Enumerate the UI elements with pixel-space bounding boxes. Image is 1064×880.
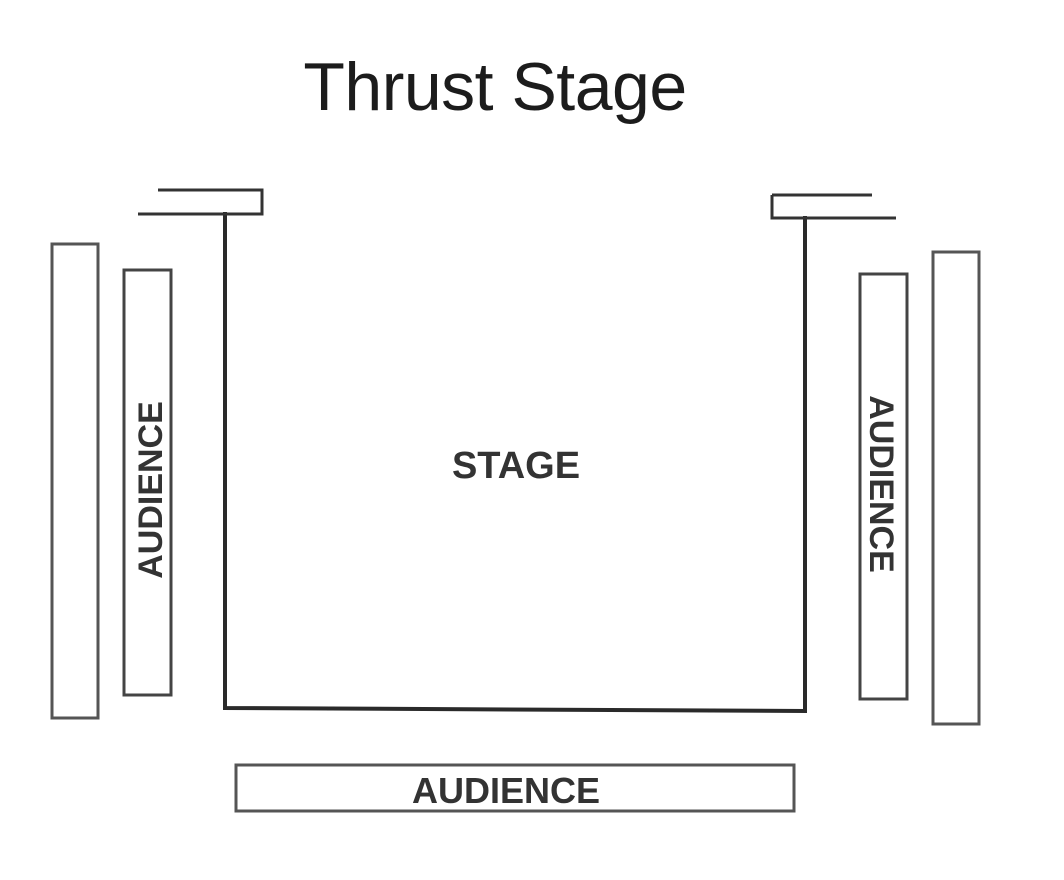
audience-right-inner — [858, 272, 909, 701]
audience-left-label: AUDIENCE — [132, 401, 170, 579]
audience-right-outer — [931, 250, 981, 726]
right-wing-top — [770, 193, 896, 220]
stage-outline — [223, 212, 807, 714]
left-wing-top — [138, 188, 264, 216]
stage-label: STAGE — [452, 445, 580, 487]
audience-left-inner — [122, 268, 173, 697]
audience-bottom-label: AUDIENCE — [412, 770, 600, 811]
audience-bottom — [234, 763, 796, 813]
diagram-title: Thrust Stage — [303, 49, 687, 125]
audience-left-outer — [50, 242, 100, 720]
audience-right-label: AUDIENCE — [862, 395, 900, 573]
